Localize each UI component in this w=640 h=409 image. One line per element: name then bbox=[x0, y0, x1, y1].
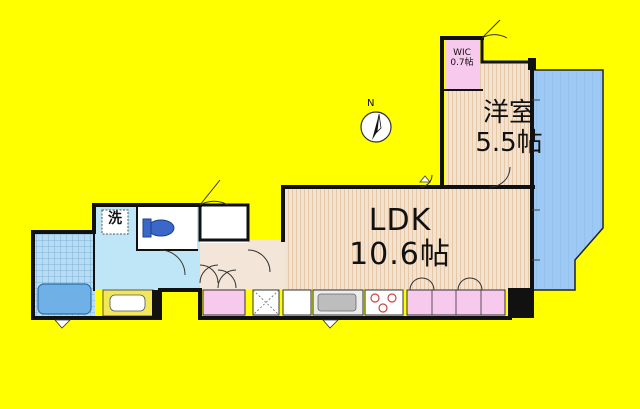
stove bbox=[364, 289, 404, 316]
corridor-upper bbox=[200, 205, 248, 243]
burner-2 bbox=[387, 293, 397, 303]
wic-label: WIC 0.7帖 bbox=[447, 48, 477, 69]
closet-x bbox=[252, 289, 280, 316]
wic-name: WIC bbox=[453, 48, 471, 58]
ldk-name: LDK bbox=[368, 203, 432, 238]
fridge-space bbox=[282, 289, 312, 316]
ldk-size: 10.6帖 bbox=[349, 237, 451, 272]
western-room-name: 洋室 bbox=[482, 98, 535, 128]
doors bbox=[159, 19, 511, 291]
compass-label: N bbox=[367, 98, 375, 109]
entrance-marker bbox=[419, 175, 431, 183]
wall-block bbox=[508, 290, 534, 318]
toilet-bowl bbox=[147, 219, 175, 237]
ldk-label: LDK 10.6帖 bbox=[340, 206, 460, 270]
western-room-size: 5.5帖 bbox=[475, 128, 543, 158]
entrance-marker bbox=[54, 319, 71, 329]
shoe-closet bbox=[202, 289, 246, 316]
toilet-tank bbox=[142, 218, 152, 238]
western-room-label: 洋室 5.5帖 bbox=[466, 100, 552, 156]
basin-bowl bbox=[109, 294, 146, 312]
compass-icon bbox=[360, 111, 392, 143]
wall-block bbox=[528, 58, 536, 70]
wic-floor bbox=[445, 40, 480, 90]
burner-1 bbox=[370, 293, 380, 303]
windows bbox=[532, 99, 540, 261]
laundry-label: 洗 bbox=[108, 211, 122, 227]
corridor-floor bbox=[200, 240, 285, 290]
entrance-marker bbox=[322, 319, 339, 329]
wic-size: 0.7帖 bbox=[450, 58, 474, 69]
ldk-floor bbox=[283, 187, 533, 290]
bathtub bbox=[37, 283, 92, 315]
sink-bowl bbox=[317, 293, 357, 312]
burner-3 bbox=[378, 303, 388, 313]
washing-machine-pan bbox=[101, 209, 129, 235]
wall-block bbox=[152, 290, 162, 318]
